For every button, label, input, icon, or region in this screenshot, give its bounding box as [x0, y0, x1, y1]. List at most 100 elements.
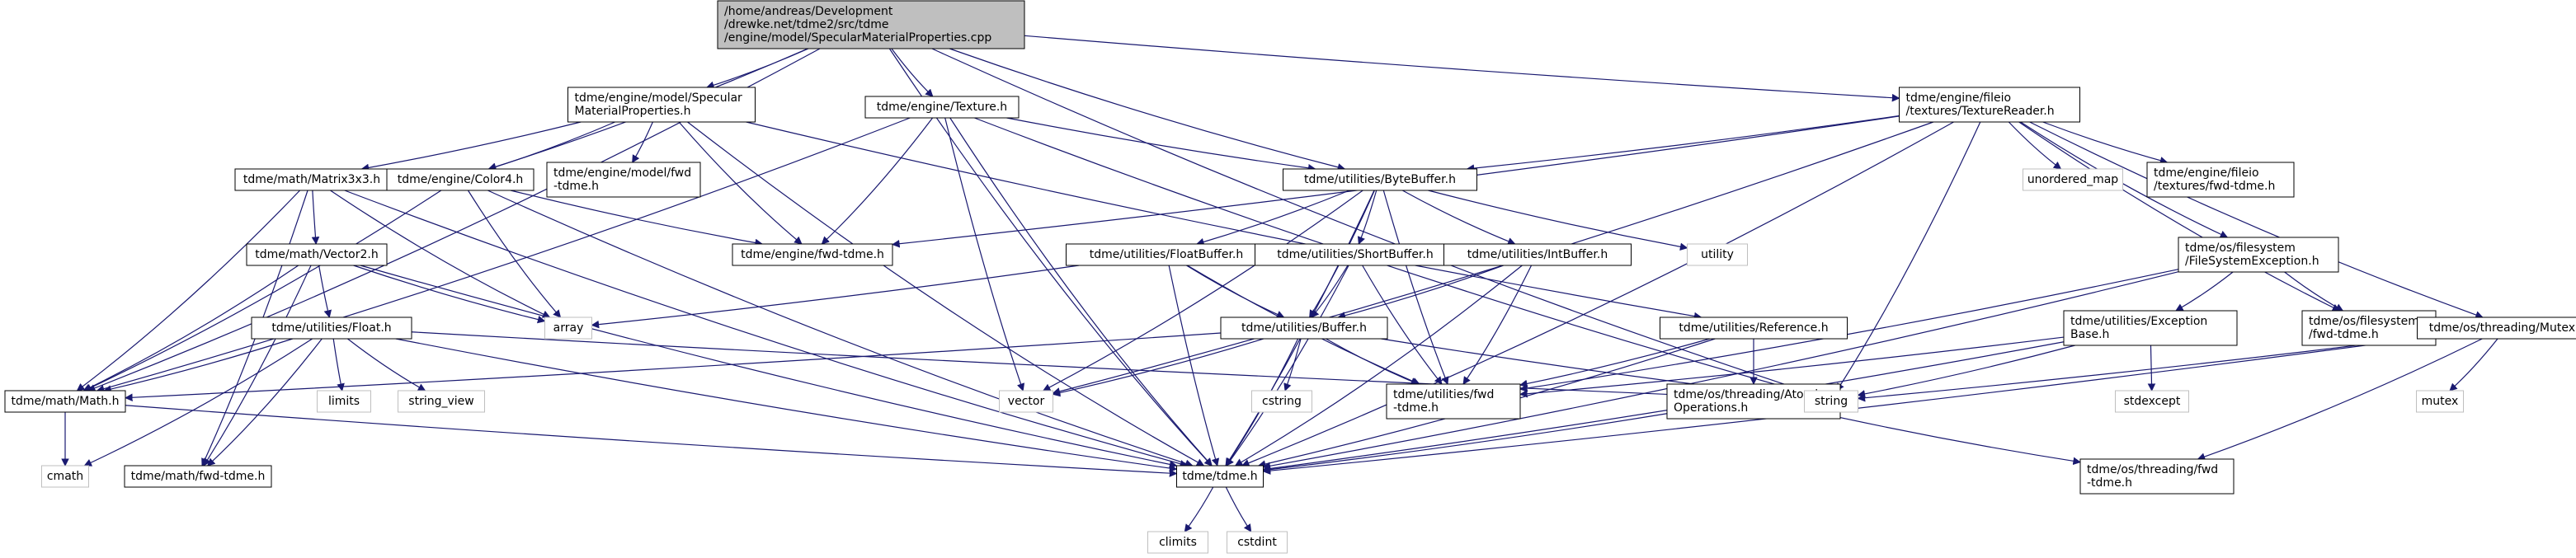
node-filesystem-fwd[interactable]: tdme/os/filesystem/fwd-tdme.h — [2301, 310, 2437, 346]
node-bytebuffer-h[interactable]: tdme/utilities/ByteBuffer.h — [1283, 168, 1477, 191]
edge-texture-h-to-math-h — [96, 117, 911, 393]
node-box — [1251, 390, 1312, 413]
node-textures-fwd[interactable]: tdme/engine/fileio/textures/fwd-tdme.h — [2146, 162, 2295, 198]
edge-mutex-h-to-threading-fwd — [2197, 338, 2483, 461]
edge-floatbuffer-h-to-tdme-h — [1168, 265, 1220, 467]
node-texreader-h[interactable]: tdme/engine/fileio/textures/TextureReade… — [1899, 87, 2080, 123]
node-label: tdme/engine/model/Specular — [575, 91, 743, 105]
edge-bytebuffer-h-to-vector — [1042, 190, 1363, 392]
node-label: cstring — [1262, 395, 1302, 408]
node-string: string — [1804, 390, 1858, 413]
node-matrix3x3-h[interactable]: tdme/math/Matrix3x3.h — [234, 168, 389, 191]
edge-exceptionbase-h-to-utilities-fwd — [1519, 336, 2065, 398]
node-buffer-h[interactable]: tdme/utilities/Buffer.h — [1220, 317, 1388, 340]
node-vector2-h[interactable]: tdme/math/Vector2.h — [246, 243, 388, 266]
node-math-h[interactable]: tdme/math/Math.h — [4, 390, 126, 413]
node-label: tdme/engine/fileio — [1906, 91, 2012, 105]
node-texture-h[interactable]: tdme/engine/Texture.h — [864, 96, 1020, 119]
node-box — [246, 243, 388, 266]
node-label: -tdme.h — [553, 180, 599, 193]
node-mutex-h[interactable]: tdme/os/threading/Mutex.h — [2417, 317, 2576, 340]
node-label: tdme/utilities/Reference.h — [1679, 321, 1828, 335]
edge-vector2-h-to-tdme-h — [360, 265, 1178, 469]
node-cmath: cmath — [41, 465, 89, 488]
node-label: tdme/tdme.h — [1182, 470, 1257, 483]
edge-atomic-h-to-threading-fwd — [1839, 416, 2081, 466]
node-label: tdme/engine/model/fwd — [553, 166, 691, 180]
node-intbuffer-h[interactable]: tdme/utilities/IntBuffer.h — [1443, 243, 1632, 266]
edge-mutex-h-to-string — [1857, 337, 2418, 402]
node-model-fwd[interactable]: tdme/engine/model/fwd-tdme.h — [546, 162, 701, 198]
node-root[interactable]: /home/andreas/Development/drewke.net/tdm… — [717, 0, 1025, 49]
edge-matrix3x3-h-to-vector2-h — [311, 190, 320, 245]
edge-root-to-string — [931, 48, 1806, 393]
node-fsexception-h[interactable]: tdme/os/filesystem/FileSystemException.h — [2178, 237, 2339, 273]
node-label: /textures/TextureReader.h — [1906, 105, 2055, 118]
edge-texreader-h-to-vector — [1052, 121, 1934, 396]
edge-texture-h-to-engine-fwd — [821, 117, 934, 245]
edge-vector2-h-to-array — [353, 265, 546, 324]
edge-shortbuffer-h-to-utilities-fwd — [1362, 265, 1443, 385]
node-tdme-h[interactable]: tdme/tdme.h — [1176, 465, 1264, 488]
edge-texreader-h-to-textures-fwd — [2042, 121, 2169, 165]
edge-texreader-h-to-bytebuffer-h — [1466, 115, 1900, 172]
node-label: -tdme.h — [2087, 476, 2132, 490]
node-reference-h[interactable]: tdme/utilities/Reference.h — [1660, 317, 1848, 340]
node-climits: climits — [1147, 531, 1208, 554]
node-box — [544, 317, 592, 340]
node-box — [2416, 390, 2464, 413]
edge-exceptionbase-h-to-tdme-h — [1262, 341, 2065, 473]
edge-float-h-to-string-view — [347, 338, 426, 392]
node-math-fwd[interactable]: tdme/math/fwd-tdme.h — [124, 465, 272, 488]
node-label: stdexcept — [2124, 395, 2181, 408]
node-label: cmath — [47, 470, 83, 483]
node-box — [2079, 458, 2235, 495]
node-box — [1255, 243, 1456, 266]
node-threading-fwd[interactable]: tdme/os/threading/fwd-tdme.h — [2079, 458, 2235, 495]
node-box — [2417, 317, 2576, 340]
node-shortbuffer-h[interactable]: tdme/utilities/ShortBuffer.h — [1255, 243, 1456, 266]
edge-intbuffer-h-to-buffer-h — [1337, 265, 1504, 320]
node-box — [2301, 310, 2437, 346]
edge-specmat-h-to-reference-h — [746, 121, 1702, 321]
node-label: Operations.h — [1674, 401, 1748, 415]
node-label: tdme/utilities/Exception — [2070, 315, 2207, 328]
node-box — [1804, 390, 1858, 413]
edge-buffer-h-to-math-h — [125, 332, 1222, 402]
node-label: utility — [1701, 248, 1734, 261]
edge-fsexception-h-to-exceptionbase-h — [2175, 271, 2234, 312]
node-utilities-fwd[interactable]: tdme/utilities/fwd-tdme.h — [1386, 383, 1521, 420]
node-color4-h[interactable]: tdme/engine/Color4.h — [386, 168, 535, 191]
node-label: string_view — [408, 395, 473, 408]
node-label: /engine/model/SpecularMaterialProperties… — [724, 31, 991, 45]
node-float-h[interactable]: tdme/utilities/Float.h — [251, 317, 412, 340]
edge-matrix3x3-h-to-array — [330, 190, 551, 318]
edge-texture-h-to-tdme-h — [949, 117, 1213, 467]
edge-mutex-h-to-mutex — [2449, 338, 2498, 392]
node-label: tdme/os/threading/Mutex.h — [2429, 321, 2576, 335]
edge-float-h-to-math-h — [103, 338, 294, 393]
edge-float-h-to-cmath — [83, 338, 313, 467]
edge-texture-h-to-string — [974, 117, 1806, 395]
edge-texreader-h-to-string — [1836, 121, 1981, 392]
node-label: /drewke.net/tdme2/src/tdme — [724, 18, 889, 31]
edge-reference-h-to-utilities-fwd — [1519, 338, 1710, 388]
node-engine-fwd[interactable]: tdme/engine/fwd-tdme.h — [732, 243, 893, 266]
node-label: tdme/utilities/Buffer.h — [1241, 321, 1367, 335]
node-floatbuffer-h[interactable]: tdme/utilities/FloatBuffer.h — [1066, 243, 1267, 266]
node-label: vector — [1008, 395, 1045, 408]
node-specmat-h[interactable]: tdme/engine/model/SpecularMaterialProper… — [567, 87, 756, 123]
edge-root-to-texreader-h — [1024, 35, 1900, 102]
node-box — [1066, 243, 1267, 266]
node-label: tdme/math/Math.h — [12, 395, 120, 408]
edge-bytebuffer-h-to-floatbuffer-h — [1196, 190, 1350, 246]
edge-vector2-h-to-float-h — [318, 265, 332, 318]
edge-matrix3x3-h-to-tdme-h — [344, 190, 1189, 468]
edge-texture-h-to-vector — [944, 117, 1025, 392]
node-box — [2178, 237, 2339, 273]
node-label: /fwd-tdme.h — [2309, 328, 2379, 341]
node-vector: vector — [999, 390, 1053, 413]
node-box — [546, 162, 701, 198]
edge-buffer-h-to-cstring — [1283, 338, 1302, 392]
